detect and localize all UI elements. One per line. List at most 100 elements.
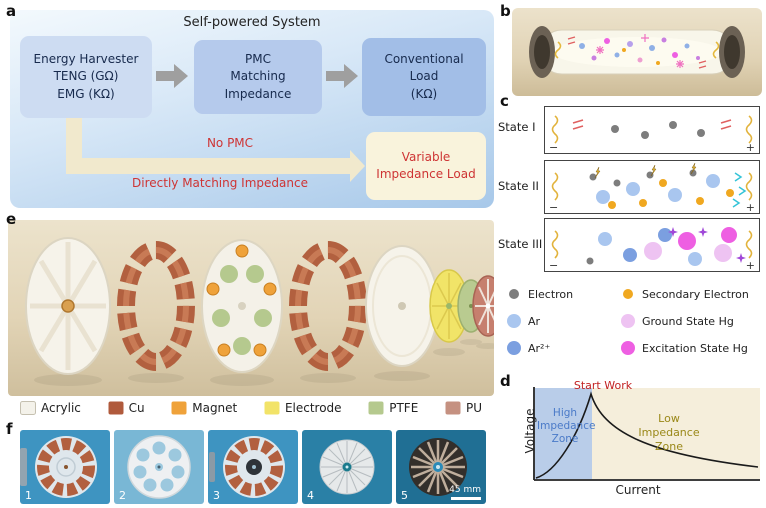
ar2plus-ion bbox=[623, 248, 637, 262]
cathode-sign: − bbox=[549, 201, 559, 214]
secondary-electron-dots bbox=[608, 179, 734, 209]
harvester-line3: EMG (KΩ) bbox=[57, 86, 115, 101]
start-work-annotation: Start Work bbox=[573, 379, 633, 392]
panel-label-b: b bbox=[500, 2, 511, 20]
pu-swatch bbox=[445, 401, 461, 415]
varload-line2: Impedance Load bbox=[376, 167, 476, 181]
legend-label: Ar bbox=[528, 314, 541, 328]
lightning-icons bbox=[594, 162, 697, 179]
legend-item-ar: Ar bbox=[506, 313, 540, 329]
panel-label-e: e bbox=[6, 210, 17, 228]
electron-dot bbox=[586, 257, 594, 265]
discharge-tube-illustration bbox=[529, 26, 745, 78]
conventional-load-box: Conventional Load (KΩ) bbox=[362, 38, 486, 116]
bypass-arrow-horizontal bbox=[66, 158, 350, 174]
photo-pu-disc-5: 5 45 mm bbox=[396, 430, 486, 504]
coil-photo-illustration bbox=[209, 436, 285, 498]
photo-coil-3: 3 bbox=[208, 430, 298, 504]
legend-label: PTFE bbox=[389, 401, 419, 415]
ar-atom bbox=[688, 252, 702, 266]
panel-label-a: a bbox=[6, 2, 17, 20]
state-1-label: State I bbox=[498, 120, 536, 134]
ground-hg bbox=[714, 244, 732, 262]
ar2plus-icon bbox=[507, 341, 521, 355]
electron-icon bbox=[509, 289, 519, 299]
legend-item-electron: Electron bbox=[506, 286, 573, 302]
filament-left bbox=[554, 41, 562, 59]
cu-swatch bbox=[108, 401, 124, 415]
panel-label-d: d bbox=[500, 372, 511, 390]
pu-disc-illustration bbox=[409, 438, 467, 496]
ptfe-pads bbox=[212, 265, 272, 355]
bypass-arrowhead-icon bbox=[350, 150, 365, 182]
ptfe-swatch bbox=[368, 401, 384, 415]
plasma-particles bbox=[579, 37, 700, 65]
state-1-box: − + bbox=[544, 106, 760, 154]
exploded-view-illustration bbox=[25, 237, 494, 386]
energy-harvester-box: Energy Harvester TENG (GΩ) EMG (KΩ) bbox=[20, 36, 152, 118]
legend-item-ar2plus: Ar²⁺ bbox=[506, 340, 550, 356]
acrylic-disc-plain bbox=[365, 245, 439, 367]
varload-line1: Variable bbox=[401, 150, 451, 165]
x-axis-label: Current bbox=[615, 483, 661, 497]
legend-item-electrode: Electrode bbox=[264, 401, 342, 415]
state-3-label: State III bbox=[498, 237, 543, 251]
star-particles bbox=[596, 34, 684, 68]
magnets bbox=[206, 244, 277, 357]
tube-left-cap bbox=[529, 26, 555, 78]
legend-label: Secondary Electron bbox=[642, 287, 749, 301]
legend-item-secondary-electron: Secondary Electron bbox=[620, 286, 749, 302]
legend-label: Excitation State Hg bbox=[642, 341, 748, 355]
state-2-illustration bbox=[551, 162, 753, 209]
excited-hg bbox=[721, 227, 737, 243]
excited-hg-icon bbox=[621, 341, 635, 355]
legend-label: Magnet bbox=[192, 401, 238, 415]
electron-dots bbox=[589, 169, 697, 187]
pmc-line3: Impedance bbox=[224, 86, 292, 101]
field-marks bbox=[567, 36, 707, 69]
ar-atom bbox=[598, 232, 612, 246]
legend-item-excited-hg: Excitation State Hg bbox=[620, 340, 748, 356]
anode-sign: + bbox=[745, 201, 755, 214]
filament-right bbox=[745, 230, 753, 259]
pmc-line1: PMC bbox=[245, 51, 271, 66]
scale-bar bbox=[451, 497, 481, 500]
panel-d-voltage-current-chart: Start Work High Impedance Zone Low Imped… bbox=[508, 379, 764, 504]
panel-label-c: c bbox=[500, 92, 509, 110]
panel-e-exploded-device-render bbox=[8, 220, 494, 396]
load-line2: Load bbox=[409, 69, 439, 84]
direct-matching-label: Directly Matching Impedance bbox=[132, 176, 308, 190]
panel-a-flowchart: Self-powered System Energy Harvester TEN… bbox=[10, 10, 494, 208]
legend-label: Ground State Hg bbox=[642, 314, 734, 328]
photo-number: 2 bbox=[119, 489, 126, 502]
secondary-electron-icon bbox=[623, 289, 633, 299]
filament-left bbox=[551, 115, 559, 144]
legend-label: PU bbox=[465, 401, 482, 415]
panel-label-f: f bbox=[6, 420, 13, 438]
excited-hg bbox=[678, 232, 696, 250]
flowchart-title: Self-powered System bbox=[183, 15, 321, 30]
magnet-plate-illustration bbox=[127, 435, 191, 499]
tube-right-cap bbox=[719, 26, 745, 78]
state-2-box: − + bbox=[544, 160, 760, 214]
filament-right bbox=[712, 41, 720, 59]
filament-left bbox=[551, 172, 559, 201]
legend-item-cu: Cu bbox=[108, 401, 145, 415]
harvester-line1: Energy Harvester bbox=[33, 51, 139, 66]
low-impedance-zone-label: Low Impedance Zone bbox=[638, 412, 700, 453]
field-marks bbox=[572, 119, 732, 130]
legend-label: Ar²⁺ bbox=[528, 341, 551, 355]
ground-hg-icon bbox=[621, 314, 635, 328]
pmc-line2: Matching bbox=[230, 69, 286, 84]
voltage-curve bbox=[535, 391, 759, 479]
legend-item-pu: PU bbox=[445, 401, 482, 415]
acrylic-disc-spoked bbox=[25, 237, 111, 375]
photo-magnet-plate-2: 2 bbox=[114, 430, 204, 504]
filament-right bbox=[745, 172, 753, 201]
filament-right bbox=[745, 115, 753, 144]
materials-legend: Acrylic Cu Magnet Electrode PTFE PU bbox=[12, 398, 490, 418]
state-2-label: State II bbox=[498, 179, 539, 193]
legend-label: Electron bbox=[528, 287, 574, 301]
electrode-swatch bbox=[264, 401, 280, 415]
